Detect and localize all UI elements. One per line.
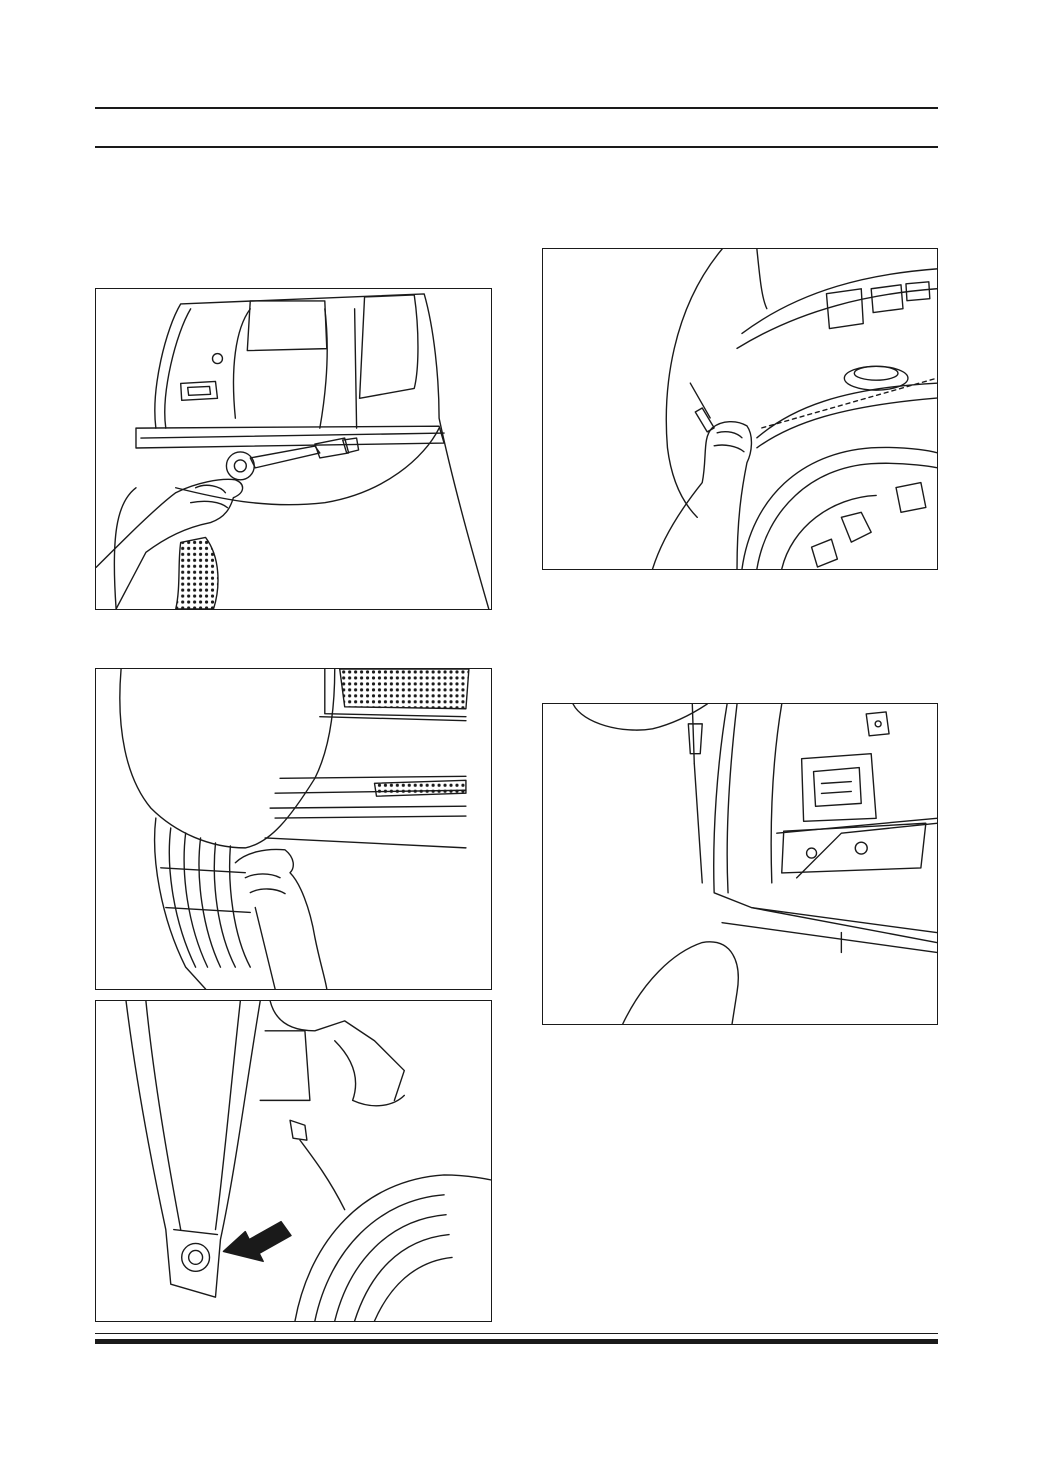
header-rule-bottom bbox=[95, 146, 938, 148]
illustration-screwdriver-panel bbox=[572, 704, 937, 1024]
figure-rear-panel-screwdriver bbox=[542, 703, 938, 1025]
figure-wheel-arch-bolt-removal bbox=[95, 288, 492, 610]
header-rule-top bbox=[95, 107, 938, 109]
footer-rule-thin bbox=[95, 1333, 938, 1334]
illustration-liner-bolt bbox=[125, 1001, 491, 1321]
figure-front-wheel-liner-pull bbox=[95, 668, 492, 990]
illustration-hand-pull-liner bbox=[119, 669, 470, 989]
illustration-socket-wrench bbox=[96, 293, 490, 609]
figure-liner-bolt-arrow bbox=[95, 1000, 492, 1322]
footer-rule-thick bbox=[95, 1339, 938, 1344]
illustration-screwdriver-liner bbox=[651, 249, 937, 569]
figure-wheel-arch-liner-release bbox=[542, 248, 938, 570]
